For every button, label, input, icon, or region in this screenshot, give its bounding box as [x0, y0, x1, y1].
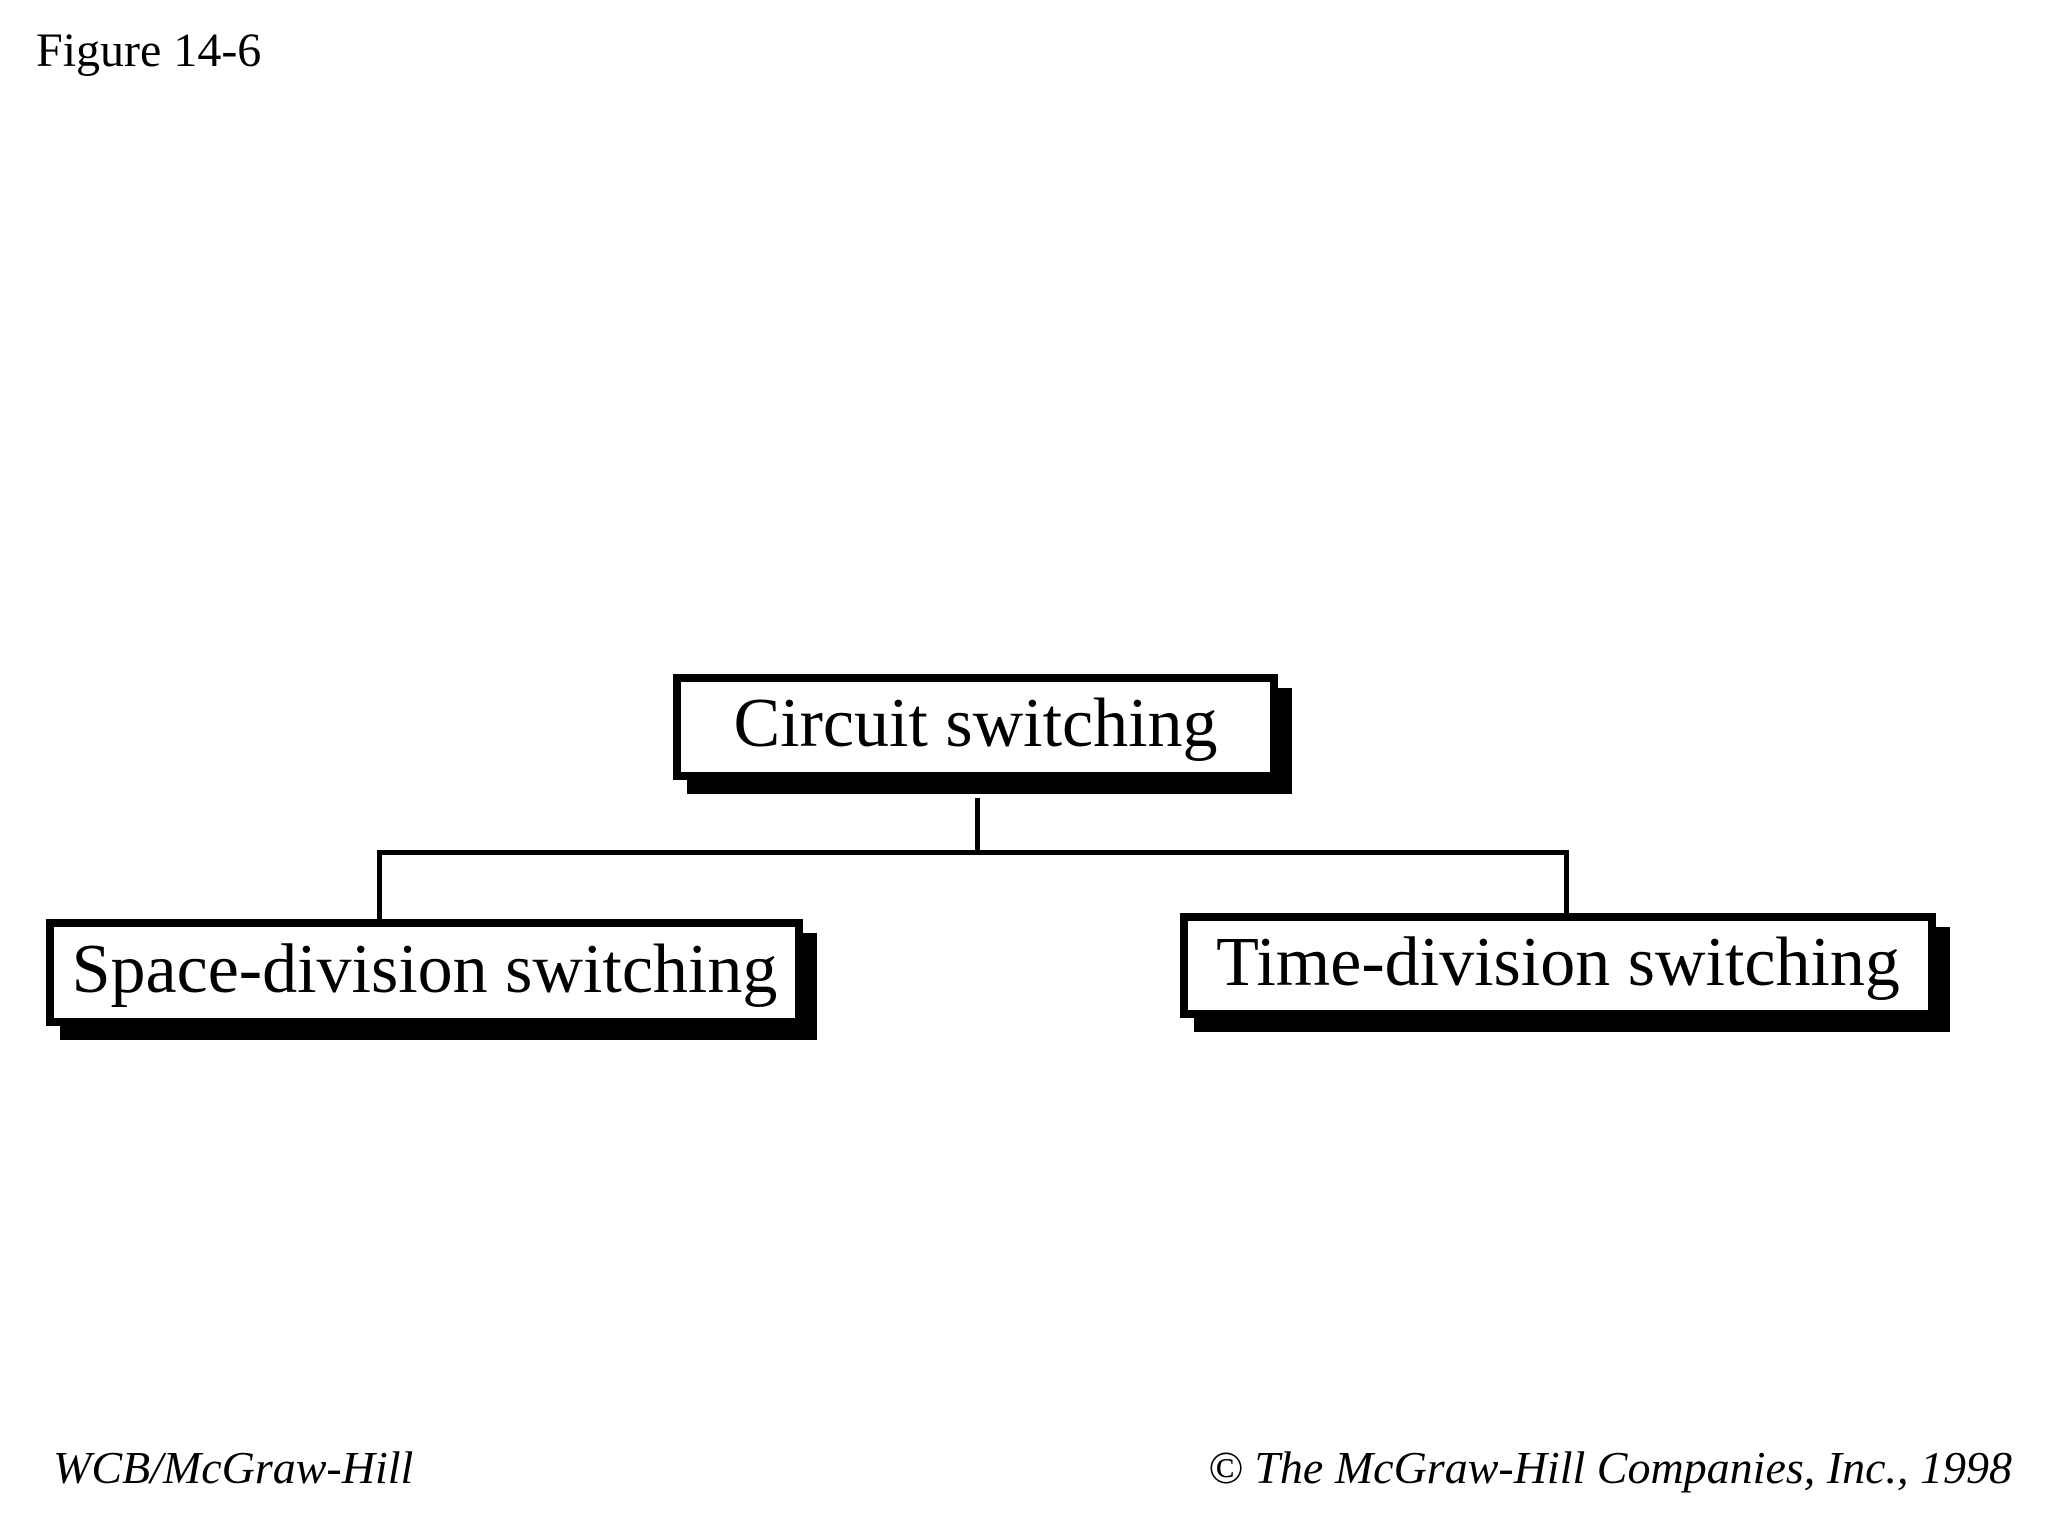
node-time-division-switching-label: Time-division switching: [1216, 923, 1900, 1001]
node-circuit-switching: Circuit switching: [673, 674, 1278, 780]
footer-publisher: WCB/McGraw-Hill: [53, 1442, 414, 1493]
connector-right-drop-line: [1564, 850, 1569, 916]
figure-label: Figure 14-6: [36, 24, 262, 77]
connector-left-drop-line: [377, 850, 382, 922]
node-space-division-switching-label: Space-division switching: [71, 930, 778, 1008]
node-space-division-switching: Space-division switching: [46, 919, 803, 1026]
connector-horizontal-line: [377, 850, 1569, 855]
node-circuit-switching-label: Circuit switching: [733, 685, 1218, 762]
footer-copyright: © The McGraw-Hill Companies, Inc., 1998: [1207, 1442, 2012, 1493]
node-time-division-switching: Time-division switching: [1180, 913, 1936, 1018]
connector-stem-line: [975, 798, 980, 854]
